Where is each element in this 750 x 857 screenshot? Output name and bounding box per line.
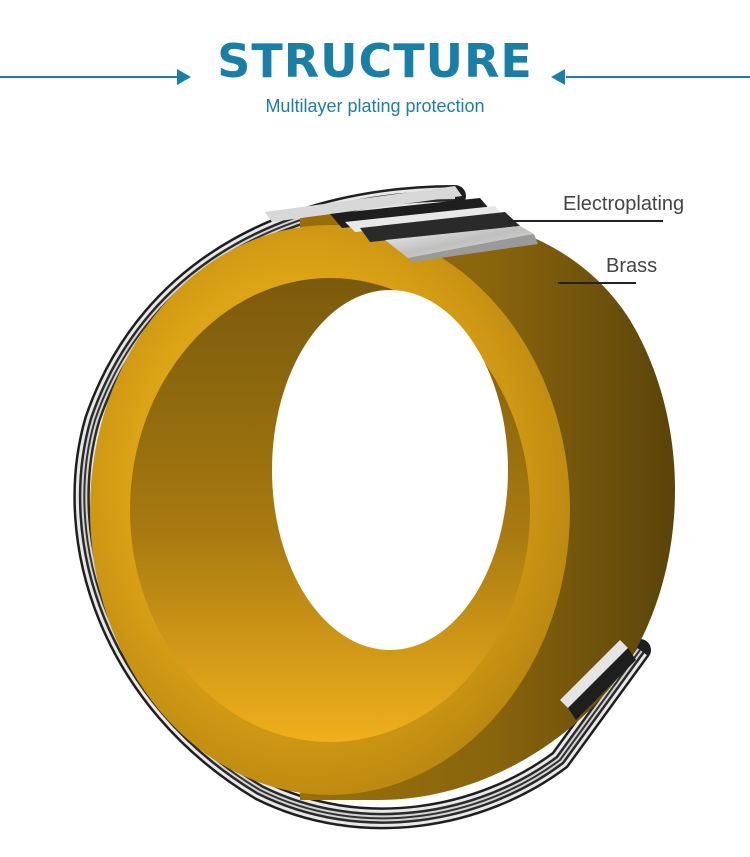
header-right-arrow-icon: [551, 69, 565, 85]
bottom-plating-strip: [560, 640, 636, 720]
header-right-arrow-line: [566, 76, 750, 78]
peeled-plating-strip: [265, 186, 538, 262]
page-subtitle: Multilayer plating protection: [265, 96, 485, 116]
brass-callout-line: [558, 282, 636, 284]
electroplating-label: Electroplating: [563, 193, 685, 215]
electroplating-callout-line: [508, 220, 663, 222]
page-title: STRUCTURE: [217, 34, 533, 88]
brass-label: Brass: [606, 255, 658, 277]
header-left-arrow-line: [0, 76, 178, 78]
brass-ring-illustration: [73, 185, 675, 830]
header-left-arrow-icon: [177, 69, 191, 85]
ring-hole: [272, 290, 508, 650]
